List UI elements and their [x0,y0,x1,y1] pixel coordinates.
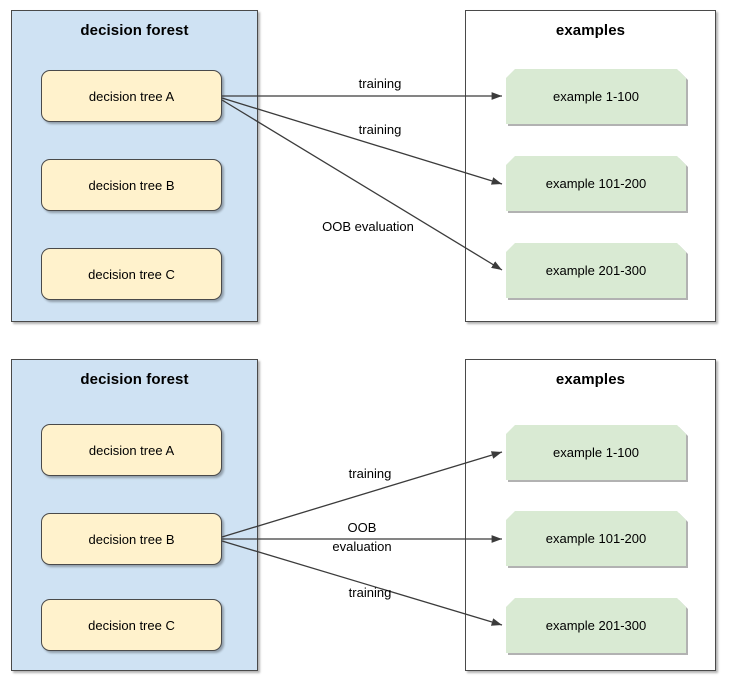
tree-node-decision-tree-c-1[interactable]: decision tree C [41,248,222,300]
example-node-label: example 1-100 [553,445,639,460]
example-node-1-100-sec2[interactable]: example 1-100 [506,425,686,480]
examples-title-1: examples [555,22,626,39]
edge-label-line: OOB [347,520,377,535]
examples-title-2: examples [555,371,626,388]
edge-label-line: training [358,76,402,91]
example-node-label: example 201-300 [545,618,647,633]
edge-label-training-4: training [295,585,445,600]
edge-label-line: training [348,585,392,600]
tree-node-decision-tree-a-2[interactable]: decision tree A [41,424,222,476]
tree-node-label: decision tree A [88,442,175,458]
tree-node-decision-tree-c-2[interactable]: decision tree C [41,599,222,651]
example-node-label: example 101-200 [545,531,647,546]
decision-forest-title-1: decision forest [80,22,189,39]
example-node-label: example 1-100 [553,89,639,104]
edge-label-training-2: training [300,122,460,137]
edge-label-oob-evaluation-1: OOB evaluation [288,219,448,234]
edge-label-line: evaluation [332,539,392,554]
example-node-201-300-sec1[interactable]: example 201-300 [506,243,686,298]
example-node-1-100-sec1[interactable]: example 1-100 [506,69,686,124]
tree-node-label: decision tree C [88,266,175,282]
decision-forest-title-2: decision forest [80,371,189,388]
tree-node-decision-tree-b-1[interactable]: decision tree B [41,159,222,211]
edge-tree-a-to-example-101-200 [221,97,503,185]
edge-label-line: training [358,122,402,137]
example-node-label: example 201-300 [545,263,647,278]
edge-label-oob-evaluation-2: OOB evaluation [287,518,437,556]
tree-node-label: decision tree B [88,177,175,193]
tree-node-label: decision tree B [88,531,175,547]
example-node-201-300-sec2[interactable]: example 201-300 [506,598,686,653]
edge-label-training-3: training [295,466,445,481]
tree-node-label: decision tree A [88,88,175,104]
example-node-101-200-sec1[interactable]: example 101-200 [506,156,686,211]
example-node-101-200-sec2[interactable]: example 101-200 [506,511,686,566]
tree-node-decision-tree-b-2[interactable]: decision tree B [41,513,222,565]
edge-label-training-1: training [300,76,460,91]
tree-node-decision-tree-a-1[interactable]: decision tree A [41,70,222,122]
edge-label-line: training [348,466,392,481]
example-node-label: example 101-200 [545,176,647,191]
edge-label-line: OOB evaluation [322,219,414,234]
tree-node-label: decision tree C [88,617,175,633]
